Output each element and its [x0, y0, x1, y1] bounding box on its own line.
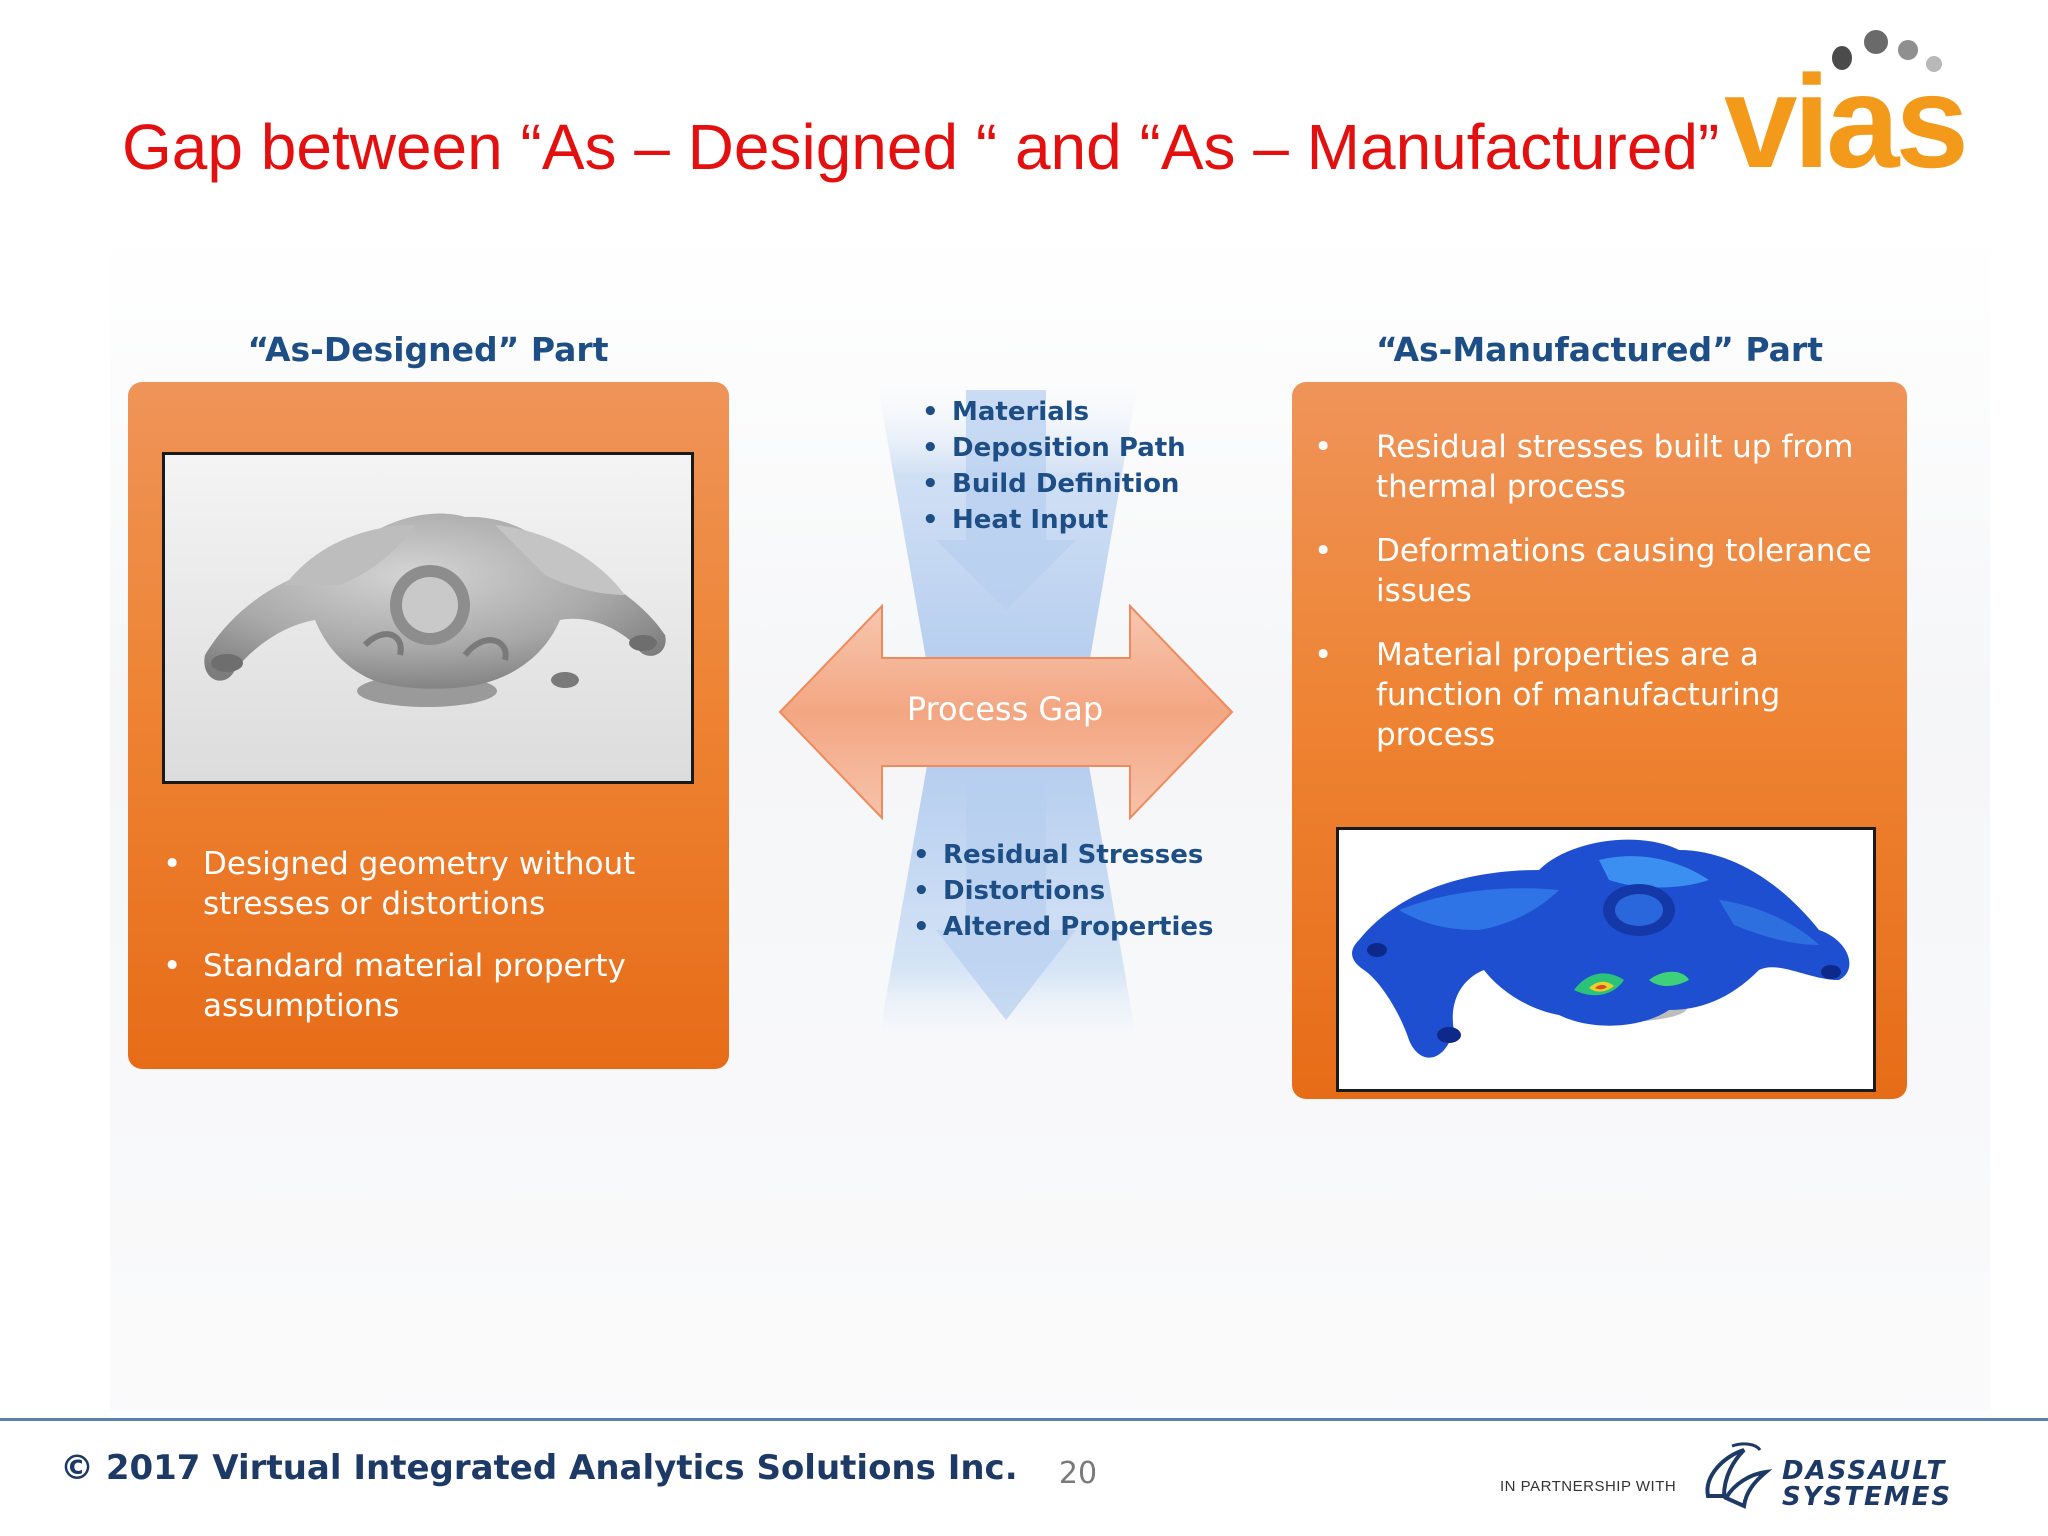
as-manufactured-panel: • Residual stresses built up from therma… [1292, 382, 1907, 1099]
list-item: •Deposition Path [922, 430, 1252, 466]
logo-dot [1926, 56, 1942, 72]
list-item: • Residual stresses built up from therma… [1314, 429, 1854, 505]
bullet-icon: • [913, 876, 930, 906]
bullet-icon: • [163, 846, 182, 882]
dassault-wordmark: DASSAULT SYSTEMES [1782, 1458, 1952, 1510]
bullet-icon: • [922, 433, 939, 463]
process-input-list: •Materials •Deposition Path •Build Defin… [922, 394, 1252, 538]
logo-dot [1864, 30, 1888, 54]
list-item: • Standard material property assumptions [163, 948, 626, 1024]
as-designed-heading: “As-Designed” Part [247, 330, 609, 369]
logo-dot [1832, 46, 1852, 70]
list-item: •Build Definition [922, 466, 1252, 502]
page-number: 20 [1058, 1456, 1098, 1491]
bullet-icon: • [1314, 429, 1333, 465]
list-item: • Material properties are a function of … [1314, 637, 1781, 753]
bullet-icon: • [913, 840, 930, 870]
as-manufactured-heading: “As-Manufactured” Part [1376, 330, 1823, 369]
upper-down-arrow-icon [936, 390, 1076, 610]
process-output-list: •Residual Stresses •Distortions •Altered… [913, 837, 1263, 945]
dassault-line1: DASSAULT [1782, 1456, 1947, 1486]
bullet-icon: • [913, 912, 930, 942]
dassault-ds-logo-icon [1705, 1442, 1773, 1509]
bullet-icon: • [1314, 637, 1333, 673]
as-manufactured-part-image [1336, 827, 1876, 1092]
slide-title: Gap between “As – Designed “ and “As – M… [122, 111, 1720, 183]
bullet-icon: • [163, 948, 182, 984]
partnership-label: IN PARTNERSHIP WITH [1500, 1478, 1677, 1495]
lower-down-arrow-icon [936, 780, 1076, 1020]
bullet-icon: • [922, 505, 939, 535]
bullet-icon: • [922, 469, 939, 499]
stress-contour-illustration [1339, 830, 1873, 1089]
as-designed-panel: • Designed geometry without stresses or … [128, 382, 729, 1069]
bullet-icon: • [1314, 533, 1333, 569]
list-item: •Materials [922, 394, 1252, 430]
process-gap-label: Process Gap [906, 690, 1104, 728]
list-item: •Altered Properties [913, 909, 1263, 945]
logo-dot [1898, 40, 1918, 60]
process-flow-graphic [778, 370, 1234, 1060]
list-item: • Deformations causing tolerance issues [1314, 533, 1872, 609]
list-item: • Designed geometry without stresses or … [163, 846, 636, 922]
footer-divider [0, 1418, 2048, 1421]
logo-wordmark: vias [1724, 48, 1969, 195]
list-item: •Distortions [913, 873, 1263, 909]
gray-bracket-illustration [165, 455, 691, 781]
copyright-text: © 2017 Virtual Integrated Analytics Solu… [60, 1448, 1018, 1488]
as-manufactured-bullets: • Residual stresses built up from therma… [1314, 427, 1886, 755]
list-item: •Heat Input [922, 502, 1252, 538]
list-item: •Residual Stresses [913, 837, 1263, 873]
as-designed-bullets: • Designed geometry without stresses or … [163, 844, 703, 1026]
dassault-line2: SYSTEMES [1782, 1482, 1953, 1512]
bullet-icon: • [922, 397, 939, 427]
as-designed-part-image [162, 452, 694, 784]
vias-logo: vias [1720, 20, 2020, 190]
process-gap-arrow [778, 603, 1234, 821]
